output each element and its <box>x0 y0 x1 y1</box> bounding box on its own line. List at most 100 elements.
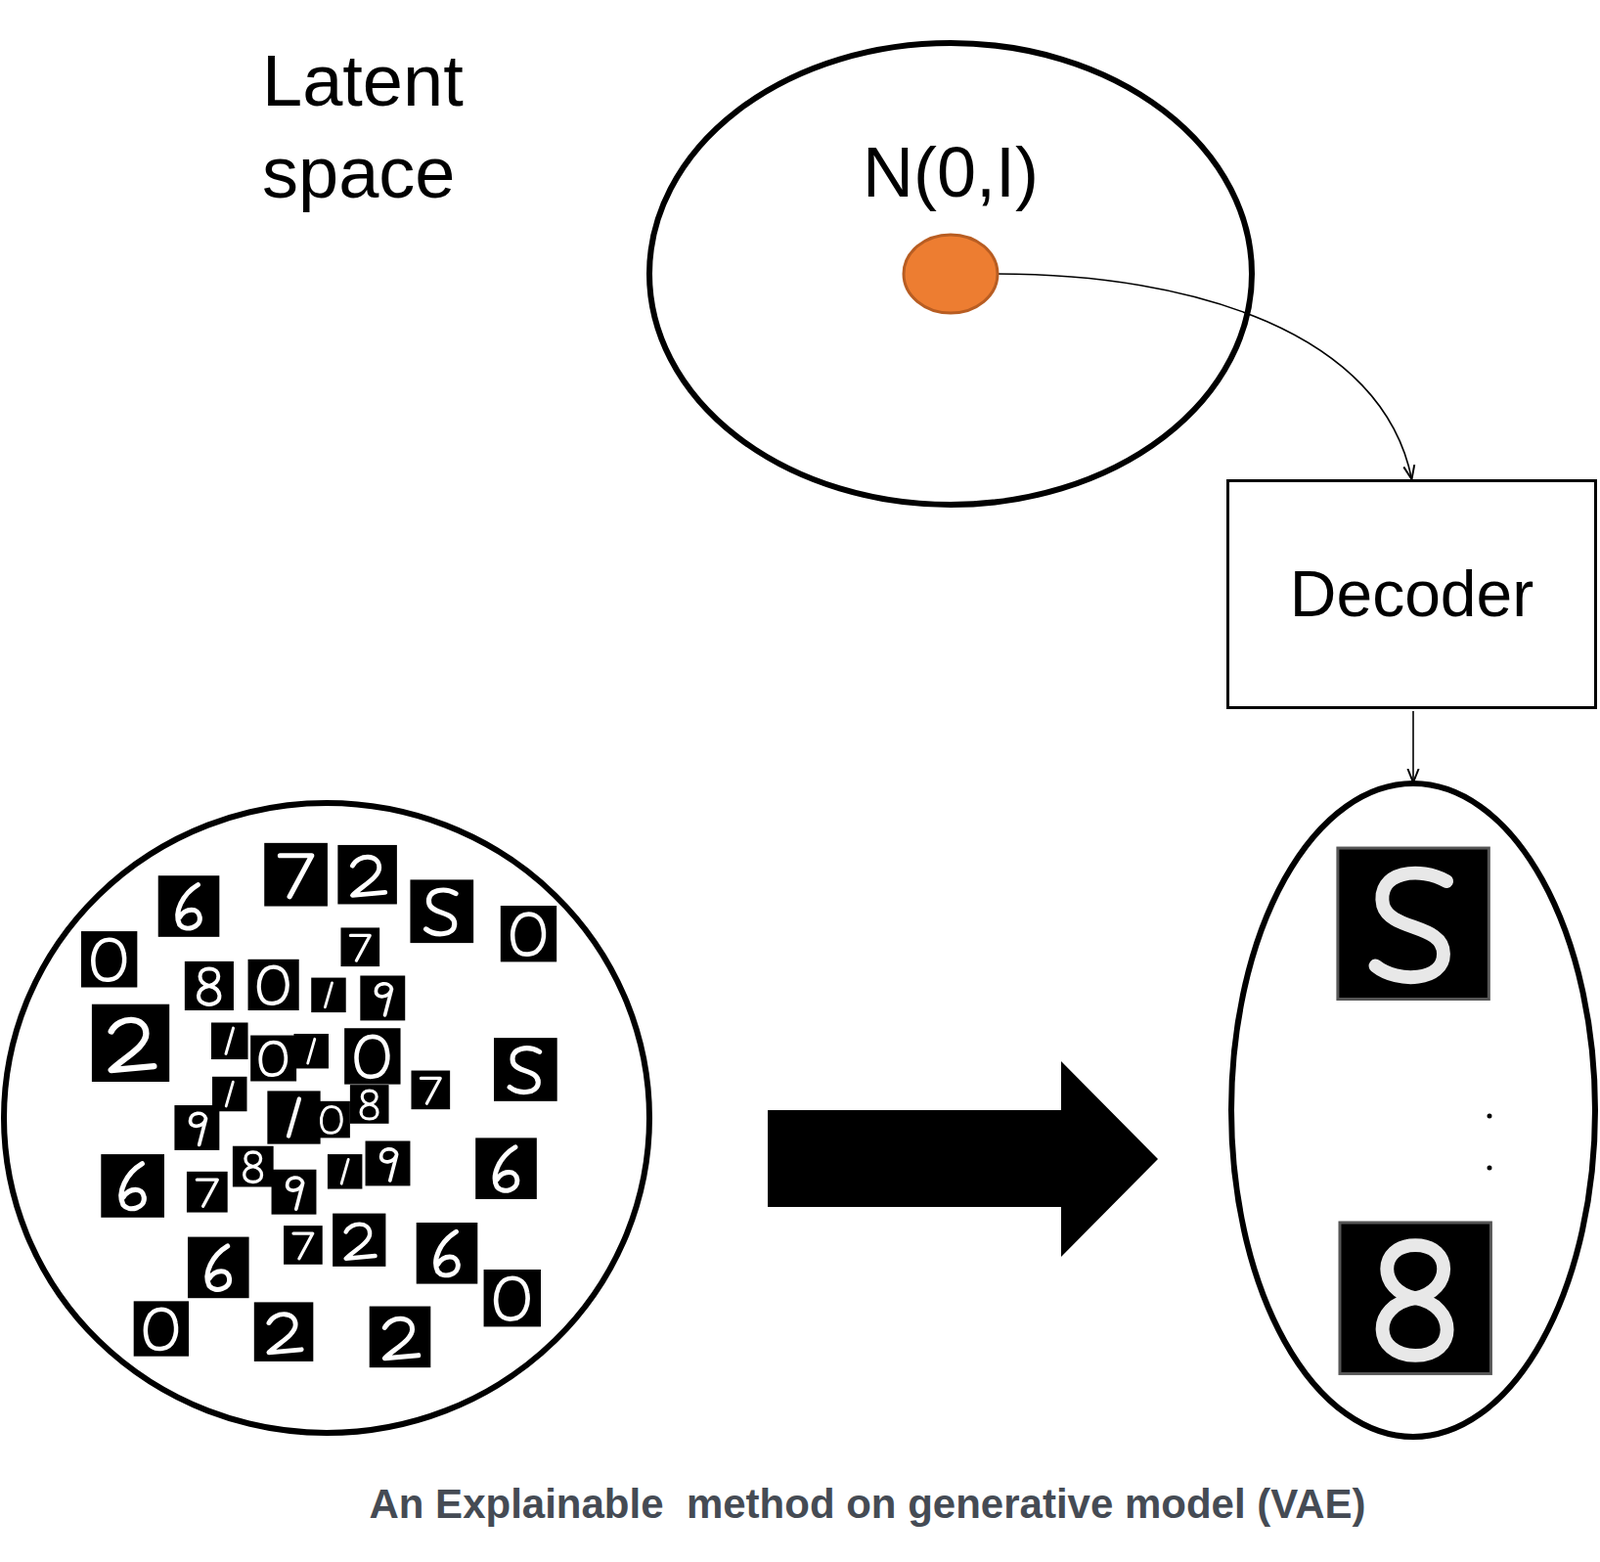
digit-tile <box>283 1225 323 1265</box>
digit-tile <box>100 1154 165 1218</box>
tile-background <box>248 959 300 1011</box>
tile-background <box>340 927 380 967</box>
digit-tile <box>211 1022 249 1060</box>
tile-background <box>91 1004 170 1082</box>
digit-stroke <box>426 889 456 934</box>
ellipse-outline <box>645 39 1256 509</box>
tile-background <box>337 844 398 905</box>
tile-background <box>410 1070 450 1111</box>
tile-background <box>311 977 346 1013</box>
digit-tiles <box>81 843 1491 1375</box>
digit-stroke <box>189 1112 206 1145</box>
tile-background <box>409 879 474 943</box>
node-text: N(0,I) <box>862 132 1039 214</box>
digit-stroke <box>381 1149 398 1181</box>
digit-stroke <box>352 856 385 895</box>
digit-tile <box>133 1300 189 1356</box>
digit-tile <box>475 1137 537 1200</box>
heading-label: Latent space <box>262 35 507 220</box>
tile-background <box>350 1084 390 1124</box>
digit-tile <box>264 843 328 907</box>
caption: An Explainable method on generative mode… <box>368 1480 1366 1528</box>
digit-tile <box>184 961 234 1011</box>
digit-tile <box>1337 847 1489 999</box>
digit-stroke <box>436 1231 459 1275</box>
digit-stroke <box>145 1309 177 1349</box>
digit-stroke <box>494 1147 518 1191</box>
digit-stroke <box>92 939 125 980</box>
digit-tile <box>158 875 221 937</box>
input-set-circle <box>3 802 650 1433</box>
tile-background <box>1337 847 1489 999</box>
tile-background <box>1339 1222 1491 1374</box>
digit-stroke <box>198 968 220 1005</box>
digit-tile <box>410 1070 450 1111</box>
output-arrow <box>1412 711 1415 783</box>
digit-stroke <box>287 1177 304 1209</box>
digit-tile <box>91 1004 170 1082</box>
digit-tile <box>248 959 300 1011</box>
latent-sample-dot <box>903 234 998 313</box>
node-text: Decoder <box>1289 557 1534 632</box>
digit-stroke <box>279 855 312 897</box>
tile-background <box>133 1300 189 1356</box>
tile-background <box>359 975 405 1021</box>
digit-stroke <box>225 1081 233 1107</box>
digit-stroke <box>207 1245 230 1289</box>
digit-stroke <box>512 914 544 955</box>
tile-background <box>158 875 221 937</box>
tile-background <box>264 843 328 907</box>
tile-background <box>283 1225 323 1265</box>
tile-background <box>344 1027 400 1084</box>
tile-background <box>475 1137 537 1200</box>
digit-tile <box>250 1035 297 1082</box>
digit-stroke <box>356 1036 389 1077</box>
digit-tile <box>266 1090 320 1144</box>
tile-background <box>186 1171 228 1213</box>
tile-background <box>327 1154 362 1189</box>
digit-tile <box>186 1171 228 1213</box>
digit-tile <box>369 1306 432 1369</box>
digit-stroke <box>350 934 370 961</box>
decoder-box: Decoder <box>1226 479 1598 710</box>
digit-stroke <box>509 1048 539 1093</box>
digit-tile <box>344 1027 400 1084</box>
ellipsis-dot <box>1487 1165 1493 1171</box>
tile-background <box>500 905 557 962</box>
digit-tile <box>293 1033 328 1068</box>
digit-stroke <box>244 1152 263 1182</box>
digit-stroke <box>268 1314 302 1353</box>
tile-background <box>254 1301 314 1362</box>
tile-background <box>187 1237 250 1299</box>
digit-stroke <box>320 1106 342 1133</box>
tile-background <box>365 1141 411 1187</box>
digit-stroke <box>1382 1244 1448 1356</box>
digit-stroke <box>1376 873 1448 978</box>
digit-tile <box>484 1269 541 1327</box>
digit-tile <box>416 1222 479 1285</box>
digit-tile <box>232 1146 274 1188</box>
tile-background <box>81 931 137 987</box>
digit-stroke <box>196 1179 218 1206</box>
tile-background <box>211 1022 249 1060</box>
digit-stroke <box>260 1042 286 1076</box>
tile-background <box>332 1213 386 1267</box>
tile-background <box>174 1105 220 1151</box>
digit-tile <box>327 1154 362 1189</box>
digit-stroke <box>288 1099 300 1137</box>
digit-tile <box>350 1084 390 1124</box>
digit-stroke <box>111 1020 155 1070</box>
digit-stroke <box>420 1077 441 1104</box>
tile-background <box>484 1269 541 1327</box>
digit-stroke <box>308 1038 315 1064</box>
tile-background <box>250 1035 297 1082</box>
digit-stroke <box>495 1278 528 1320</box>
digit-stroke <box>293 1233 313 1259</box>
tile-background <box>271 1169 317 1215</box>
digit-stroke <box>341 1158 349 1184</box>
digit-tile <box>332 1213 386 1267</box>
digit-tile <box>340 927 380 967</box>
digit-tile <box>254 1301 314 1362</box>
digit-tile <box>271 1169 317 1215</box>
digit-stroke <box>375 983 392 1016</box>
